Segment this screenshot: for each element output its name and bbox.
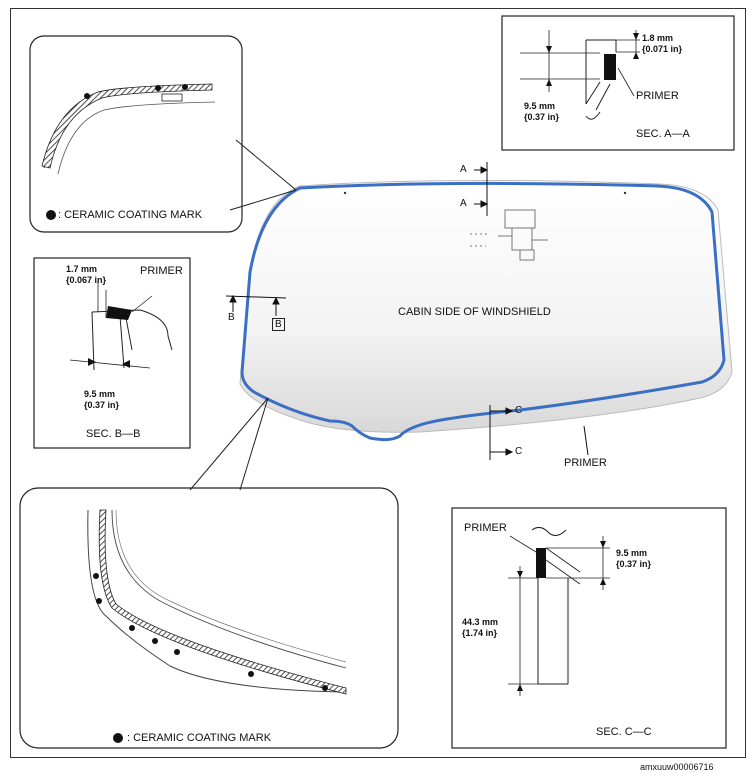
ceramic-mark	[343, 191, 347, 195]
main-primer-label: PRIMER	[564, 457, 607, 469]
legend-dot	[46, 210, 56, 220]
sec-aa-primer: PRIMER	[636, 90, 679, 102]
section-b-marker	[225, 294, 287, 316]
ceramic-mark	[623, 191, 627, 195]
sec-bb-title: SEC. B—B	[86, 428, 141, 440]
sec-cc-title: SEC. C—C	[596, 726, 652, 738]
sec-bb-dim1-in: {0.067 in}	[66, 275, 107, 285]
marker-c-top: C	[515, 405, 523, 416]
windshield-glass	[239, 179, 733, 433]
mirror-bracket	[470, 209, 548, 261]
detail-bottom-legend: : CERAMIC COATING MARK	[127, 732, 272, 744]
sec-cc-dim2-mm: 44.3 mm	[462, 617, 499, 627]
sec-cc-primer: PRIMER	[464, 522, 507, 534]
figure-frame	[10, 8, 746, 758]
section-a-marker	[474, 162, 489, 216]
sec-aa-dim1-in: {0.071 in}	[642, 44, 683, 54]
detail-bottom-callout	[19, 397, 399, 749]
marker-b-left: B	[228, 312, 235, 323]
marker-a-top: A	[460, 164, 467, 175]
sec-cc-dim1-in: {0.37 in}	[616, 559, 652, 569]
sec-aa-box	[501, 15, 735, 151]
marker-b-right: B	[272, 318, 285, 331]
sec-aa-dim1-mm: 1.8 mm	[642, 33, 674, 43]
sec-bb-dim2-mm: 9.5 mm	[84, 389, 116, 399]
sec-aa-dim2-mm: 9.5 mm	[524, 101, 556, 111]
marker-c-bottom: C	[515, 446, 523, 457]
detail-top-callout	[29, 35, 297, 233]
sec-bb-dim1-mm: 1.7 mm	[66, 264, 98, 274]
sec-aa-dim2-in: {0.37 in}	[524, 112, 560, 122]
marker-a-bottom: A	[460, 198, 467, 209]
main-caption: CABIN SIDE OF WINDSHIELD	[398, 306, 551, 318]
sec-cc-dim2-in: {1.74 in}	[462, 628, 498, 638]
sec-bb-primer: PRIMER	[140, 265, 183, 277]
sec-bb-dim2-in: {0.37 in}	[84, 400, 120, 410]
section-c-marker	[489, 405, 514, 460]
sec-cc-dim1-mm: 9.5 mm	[616, 548, 648, 558]
legend-dot	[113, 733, 123, 743]
sec-aa-title: SEC. A—A	[636, 128, 690, 140]
sec-cc-box	[451, 507, 727, 749]
figure-id: amxuuw00006716	[640, 762, 714, 772]
primer-line	[240, 181, 726, 442]
sec-bb-box	[33, 257, 191, 449]
detail-top-legend: : CERAMIC COATING MARK	[58, 209, 203, 221]
primer-leader	[583, 425, 589, 456]
